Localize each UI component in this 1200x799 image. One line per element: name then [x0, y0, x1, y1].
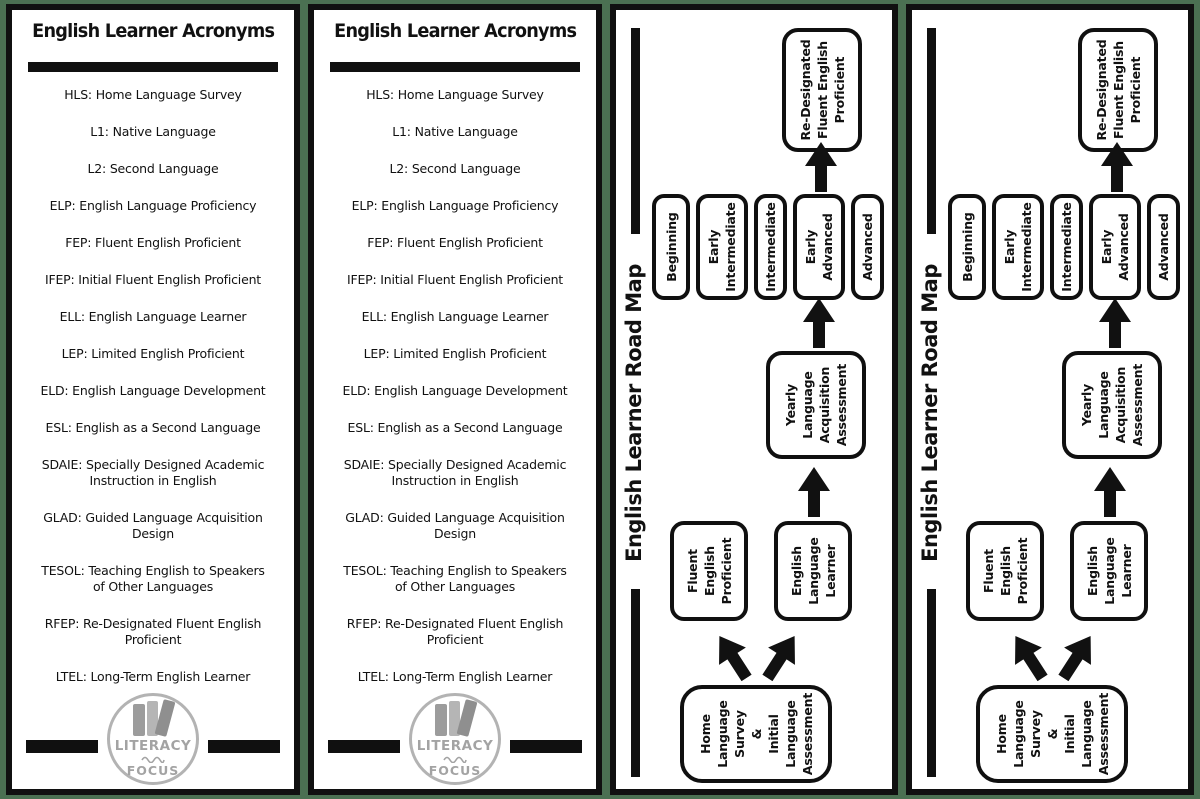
flow-arrow: [804, 142, 838, 192]
acronym-entry: FEP: Fluent English Proficient: [367, 234, 543, 250]
acronym-entry: L2: Second Language: [389, 160, 521, 176]
title-underline: [28, 61, 278, 72]
acronym-entry: ELD: English Language Development: [40, 382, 266, 398]
logo-text-literacy: LITERACY: [114, 738, 192, 754]
footer-bar-right: [208, 739, 280, 753]
logo-text-focus: FOCUS: [428, 763, 482, 778]
flow-arrow: [1098, 298, 1132, 348]
flow-arrow: [1093, 467, 1127, 517]
roadmap-title: English Learner Road Map: [918, 264, 942, 562]
footer-bar-left: [26, 739, 98, 753]
roadmap-title-bar-bottom: [631, 589, 640, 777]
squiggle-icon: [141, 756, 165, 763]
footer: LITERACY FOCUS: [317, 693, 593, 785]
book-icon: [435, 704, 447, 736]
roadmap-node-advanced: Advanced: [1147, 194, 1180, 300]
roadmap-node-intermediate: Intermediate: [1050, 194, 1083, 300]
roadmap-title: English Learner Road Map: [622, 264, 646, 562]
footer: LITERACY FOCUS: [15, 693, 291, 785]
acronym-entry: LEP: Limited English Proficient: [363, 345, 547, 361]
acronyms-title: English Learner Acronyms: [31, 20, 275, 42]
acronym-entry: ELL: English Language Learner: [361, 308, 549, 324]
acronym-entry: ELP: English Language Proficiency: [49, 197, 257, 213]
acronym-entry: IFEP: Initial Fluent English Proficient: [346, 271, 563, 287]
logo-text-literacy: LITERACY: [416, 738, 494, 754]
footer-bar-right: [510, 739, 582, 753]
flow-arrow: [1100, 142, 1134, 192]
logo-text-focus: FOCUS: [126, 763, 180, 778]
book-icon: [449, 701, 460, 736]
roadmap-title-bar-top: [927, 28, 936, 234]
acronym-entry: L1: Native Language: [392, 123, 518, 139]
flow-arrow: [802, 298, 836, 348]
acronyms-title: English Learner Acronyms: [333, 20, 577, 42]
literacy-in-focus-logo: LITERACY FOCUS: [107, 693, 199, 785]
acronyms-panel-1: English Learner Acronyms HLS: Home Langu…: [6, 4, 300, 795]
flow-arrow: [797, 467, 831, 517]
flow-arrow: [753, 627, 809, 687]
flow-arrow: [705, 627, 761, 687]
title-underline: [330, 61, 580, 72]
books-icon: [429, 699, 481, 737]
acronyms-panel-2: English Learner Acronyms HLS: Home Langu…: [308, 4, 602, 795]
acronym-entry: HLS: Home Language Survey: [366, 86, 544, 102]
acronym-entry: L1: Native Language: [90, 123, 216, 139]
books-icon: [127, 699, 179, 737]
acronym-entry: LTEL: Long-Term English Learner: [55, 668, 251, 684]
book-icon: [133, 704, 145, 736]
acronym-entry: ESL: English as a Second Language: [347, 419, 563, 435]
flow-arrow: [1001, 627, 1057, 687]
acronym-entry: ELD: English Language Development: [342, 382, 568, 398]
acronym-entry: LTEL: Long-Term English Learner: [357, 668, 553, 684]
acronym-entry: IFEP: Initial Fluent English Proficient: [44, 271, 261, 287]
squiggle-icon: [443, 756, 467, 763]
roadmap-node-beginning: Beginning: [652, 194, 690, 300]
acronym-entry: ELL: English Language Learner: [59, 308, 247, 324]
acronym-entry: FEP: Fluent English Proficient: [65, 234, 241, 250]
roadmap-title-bar-bottom: [927, 589, 936, 777]
acronym-entry: L2: Second Language: [87, 160, 219, 176]
acronym-entry: LEP: Limited English Proficient: [61, 345, 245, 361]
roadmap-title-bar-top: [631, 28, 640, 234]
roadmap-node-beginning: Beginning: [948, 194, 986, 300]
acronym-entry: ELP: English Language Proficiency: [351, 197, 559, 213]
literacy-in-focus-logo: LITERACY FOCUS: [409, 693, 501, 785]
footer-bar-left: [328, 739, 400, 753]
book-icon: [147, 701, 158, 736]
roadmap-node-intermediate: Intermediate: [754, 194, 787, 300]
acronym-entry: HLS: Home Language Survey: [64, 86, 242, 102]
acronym-entry: ESL: English as a Second Language: [45, 419, 261, 435]
flow-arrow: [1049, 627, 1105, 687]
roadmap-node-advanced: Advanced: [851, 194, 884, 300]
